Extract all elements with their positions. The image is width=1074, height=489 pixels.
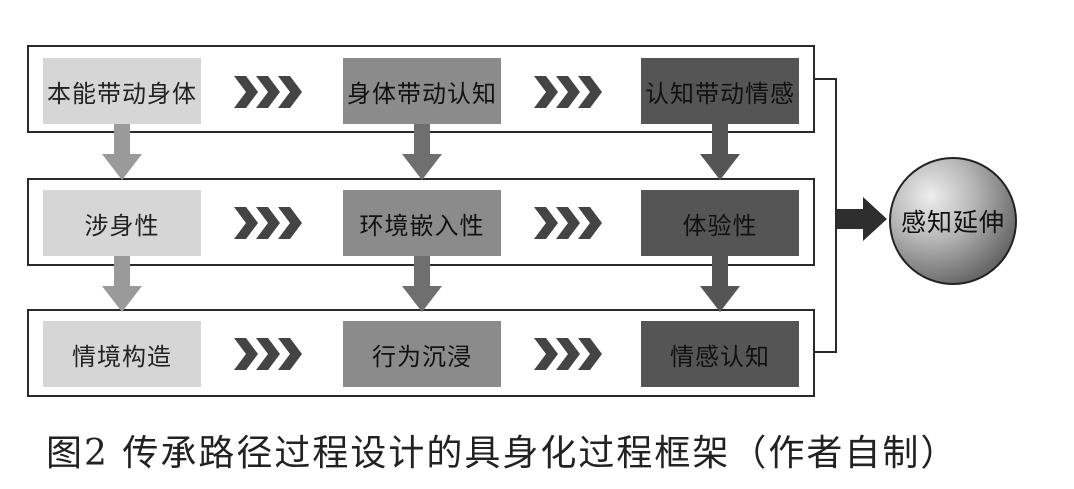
node-behavior-immersion: 行为沉浸 [343, 321, 501, 387]
node-embodiment: 涉身性 [43, 190, 201, 256]
rows-bracket [815, 78, 837, 353]
down-arrow-icon [402, 256, 442, 312]
down-arrow-icon [700, 124, 740, 180]
node-emotional-cognition: 情感认知 [641, 321, 799, 387]
node-situation-construction: 情境构造 [43, 321, 201, 387]
node-instinct-drives-body: 本能带动身体 [43, 58, 201, 124]
right-arrow-icon [837, 197, 887, 241]
chevron-arrow-icon [534, 76, 602, 108]
node-cognition-drives-emotion: 认知带动情感 [641, 58, 799, 124]
result-label: 感知延伸 [900, 208, 1005, 237]
node-experientiality: 体验性 [641, 190, 799, 256]
chevron-arrow-icon [234, 338, 302, 370]
figure-caption: 图2 传承路径过程设计的具身化过程框架（作者自制） [46, 433, 959, 474]
chevron-arrow-icon [534, 338, 602, 370]
chevron-arrow-icon [234, 207, 302, 239]
down-arrow-icon [102, 256, 142, 312]
down-arrow-icon [102, 124, 142, 180]
result-circle: 感知延伸 [889, 157, 1017, 285]
chevron-arrow-icon [534, 207, 602, 239]
node-environment-embeddedness: 环境嵌入性 [343, 190, 501, 256]
node-body-drives-cognition: 身体带动认知 [343, 58, 501, 124]
down-arrow-icon [402, 124, 442, 180]
down-arrow-icon [700, 256, 740, 312]
chevron-arrow-icon [234, 76, 302, 108]
